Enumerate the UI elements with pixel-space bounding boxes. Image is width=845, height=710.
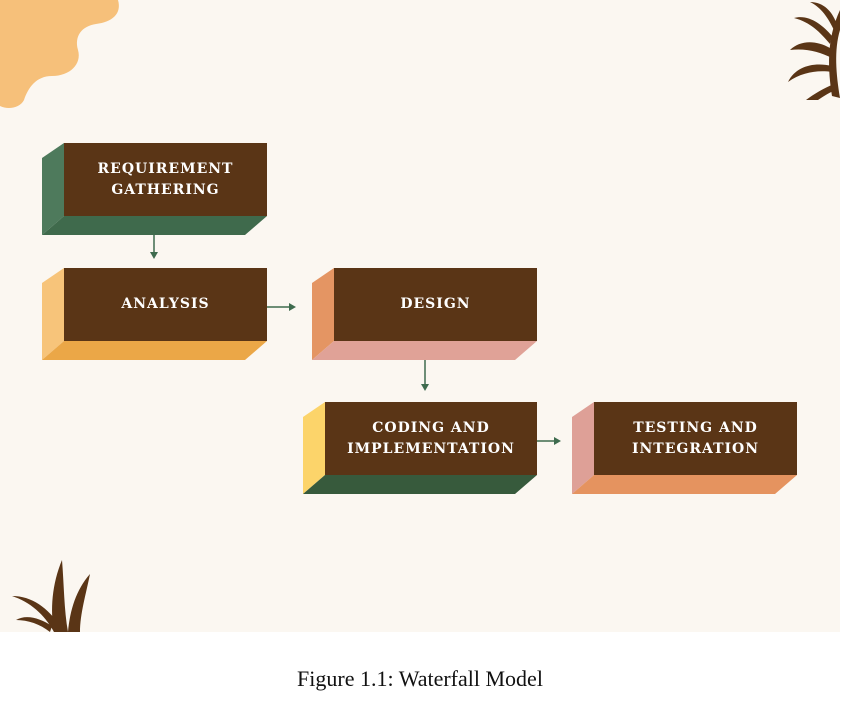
- leaf-decoration-top-right: [788, 2, 840, 100]
- step-label-analysis: ANALYSIS: [64, 268, 267, 341]
- diagram-canvas: REQUIREMENT GATHERING ANALYSIS DESIGN CO…: [0, 0, 840, 632]
- step-block-testing: TESTING AND INTEGRATION: [572, 402, 797, 494]
- step-label-coding: CODING AND IMPLEMENTATION: [325, 402, 537, 475]
- arrow-coding-to-testing: [537, 437, 561, 445]
- block-side-face: [312, 268, 537, 360]
- block-side-face: [303, 402, 537, 494]
- block-side-face: [572, 402, 797, 494]
- arrow-design-to-coding: [421, 360, 429, 391]
- step-label-design: DESIGN: [334, 268, 537, 341]
- orange-blob-decoration: [0, 0, 119, 108]
- arrow-analysis-to-design: [266, 303, 296, 311]
- step-block-analysis: ANALYSIS: [42, 268, 267, 360]
- block-side-face: [42, 143, 267, 235]
- step-block-requirement: REQUIREMENT GATHERING: [42, 143, 267, 235]
- step-label-testing: TESTING AND INTEGRATION: [594, 402, 797, 475]
- leaf-decoration-bottom-left: [12, 560, 90, 632]
- arrow-requirement-to-analysis: [150, 234, 158, 259]
- block-side-face: [42, 268, 267, 360]
- step-block-coding: CODING AND IMPLEMENTATION: [303, 402, 537, 494]
- figure-caption: Figure 1.1: Waterfall Model: [297, 666, 543, 691]
- step-block-design: DESIGN: [312, 268, 537, 360]
- step-label-requirement: REQUIREMENT GATHERING: [64, 143, 267, 216]
